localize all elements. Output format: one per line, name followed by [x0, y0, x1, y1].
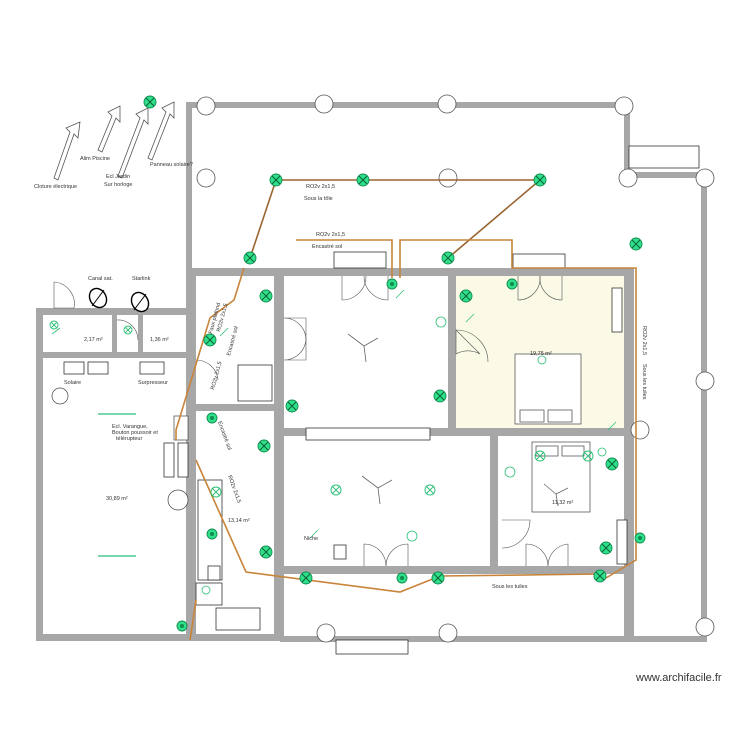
light-icon	[599, 541, 613, 555]
area-label: 11,32 m²	[552, 500, 573, 506]
walls	[36, 102, 707, 642]
light-icon	[441, 251, 455, 265]
light-icon	[203, 333, 217, 347]
furniture	[51, 353, 591, 513]
varangue-light-strips	[98, 413, 136, 557]
light-icon	[356, 173, 370, 187]
area-label: 2,17 m²	[84, 337, 103, 343]
light-icon	[386, 278, 398, 290]
label-ro2v-mid: RO2v 2x1,5	[316, 232, 345, 238]
light-icon	[433, 389, 447, 403]
label-surpresseur: Surpresseur	[138, 380, 168, 386]
label-ecl-varangue-1: Ecl. Varangue,	[112, 424, 148, 430]
switches	[51, 289, 617, 539]
label-encastre-sol-mid: Encastré sol	[312, 244, 342, 250]
light-fixtures	[143, 95, 646, 632]
label-alim-piscine: Alim Piscine	[80, 156, 110, 162]
label-canal: Canal sat.	[88, 276, 113, 282]
label-niche: Niche	[304, 536, 318, 542]
light-icon	[459, 289, 473, 303]
satellite-dish-icon	[88, 287, 108, 309]
area-label: 19,75 m²	[530, 351, 552, 357]
label-ro2v-left2: RO2v 2x1,5	[210, 361, 223, 391]
label-ro2v-vert: RO2v 2x1,5	[226, 475, 242, 504]
doors	[53, 275, 569, 567]
light-icon	[299, 571, 313, 585]
arrow-icon	[53, 101, 175, 181]
area-label: 13,14 m²	[228, 518, 250, 524]
light-icon	[285, 399, 299, 413]
ceiling-fans	[347, 333, 569, 507]
light-icon	[243, 251, 257, 265]
area-label: 30,89 m²	[106, 496, 128, 502]
light-icon	[533, 173, 547, 187]
label-ecl-jardin: Ecl Jardin	[106, 174, 130, 180]
light-icon	[605, 457, 619, 471]
light-icon	[206, 412, 218, 424]
light-icon	[257, 439, 271, 453]
area-label: 1,36 m²	[150, 337, 169, 343]
windows	[63, 145, 700, 655]
light-icon	[506, 278, 518, 290]
satellite-dish-icon	[130, 291, 150, 313]
light-icon	[629, 237, 643, 251]
electric-wiring	[175, 179, 637, 641]
light-icon	[634, 532, 646, 544]
light-icon	[396, 572, 408, 584]
light-icon	[143, 95, 157, 109]
label-panneau: Panneau solaire?	[150, 162, 193, 168]
label-encastre-sol-left: Encastré sol	[226, 326, 240, 357]
watermark: www.archifacile.fr	[635, 672, 722, 684]
label-sous-tuiles-right: Sous les tuiles	[641, 364, 647, 400]
label-sous-tuiles-bottom: Sous les tuiles	[492, 584, 528, 590]
light-icon	[259, 545, 273, 559]
light-icon	[206, 528, 218, 540]
light-icon	[259, 289, 273, 303]
light-points	[49, 316, 607, 595]
label-solaire: Solaire	[64, 380, 81, 386]
label-encastre-sol-vert: Encastré sol	[216, 421, 232, 451]
label-ecl-varangue-3: télérupteur	[116, 436, 142, 442]
label-starlink: Starlink	[132, 276, 151, 282]
label-ro2v-top: RO2v 2x1,5	[306, 184, 335, 190]
label-cloture: Cloture électrique	[34, 184, 77, 190]
light-icon	[176, 620, 188, 632]
label-ecl-varangue-2: Bouton poussoir et	[112, 430, 158, 436]
label-ro2v-right: RO2v 2x1,5	[641, 326, 647, 355]
label-sous-tole: Sous la tôle	[304, 196, 333, 202]
light-icon	[269, 173, 283, 187]
label-sur-horloge: Sur horloge	[104, 182, 132, 188]
light-icon	[431, 571, 445, 585]
light-icon	[593, 569, 607, 583]
